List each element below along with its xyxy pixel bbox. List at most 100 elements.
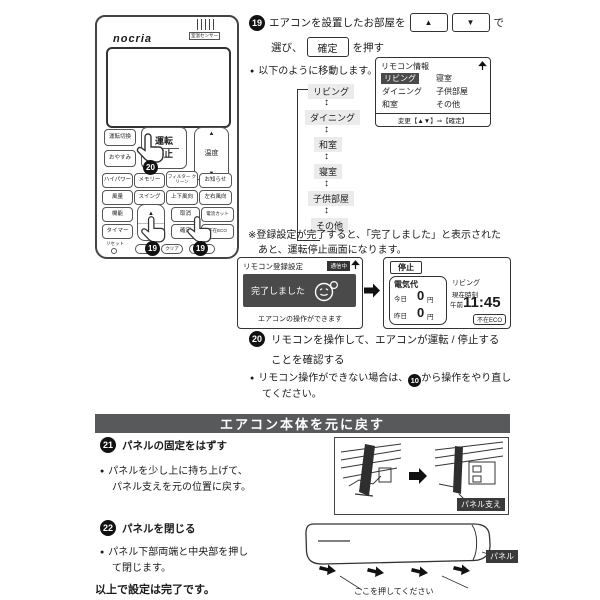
yesterday-value: 0: [417, 305, 425, 320]
flow-item: ダイニング: [305, 110, 361, 125]
step19-hand-badge-1: 19: [145, 241, 160, 256]
room-name: リビング: [452, 280, 480, 287]
aircon-unit-illustration: パネル ここを押してください: [292, 518, 518, 600]
step19-text4: を押す: [352, 41, 385, 54]
step20-bullet-post: から操作をやり直し: [421, 373, 512, 384]
confirm-key: 確定: [306, 37, 349, 57]
step21-text1: パネルを少し上に持ち上げて、: [108, 466, 248, 477]
step19-text3: 選び、: [271, 41, 303, 54]
info-cell: 和室: [382, 100, 398, 109]
mode-switch-button: 運転切換: [104, 129, 136, 146]
brand-logo: nocria: [113, 33, 153, 45]
info-cell: その他: [436, 100, 460, 109]
panel-support-label: パネル支え: [457, 498, 505, 511]
sleep-button: おやすみ: [104, 150, 136, 167]
step21-title: パネルの固定をはずす: [122, 439, 227, 452]
ampm-label: 午前: [450, 302, 463, 309]
up-key-icon: ▲: [409, 13, 448, 32]
power-button-line2: 停止: [148, 147, 180, 159]
function-button: 機能: [102, 207, 133, 222]
step20-badge: 20: [249, 331, 265, 347]
step22-heading: 22 パネルを閉じる: [100, 520, 196, 536]
panel-label: パネル: [486, 550, 518, 563]
updown-arrow-icon: ↕: [324, 151, 329, 162]
ir-emitter-icon: [197, 19, 217, 30]
flow-item: 和室: [314, 137, 343, 152]
aircon-art: [305, 523, 501, 591]
completion-note: 以上で設定は完了です。: [95, 584, 215, 596]
step19-badge: 19: [249, 14, 265, 31]
power-button-line1: 運転: [154, 136, 173, 147]
info-cell: 寝室: [436, 74, 452, 83]
step21-badge: 21: [100, 437, 116, 453]
electricity-cost-box: 電気代 今日 0 円 昨日 0 円: [389, 276, 447, 325]
step20-bullet-pre: リモコン操作ができない場合は、: [258, 373, 409, 384]
time-label: 現在時刻: [452, 292, 478, 299]
antenna-icon: [351, 260, 360, 269]
note19-line2: あと、運転停止画面になります。: [258, 245, 407, 256]
flow-item: その他: [311, 218, 349, 233]
step21-bullet-line2: パネル支えを元の位置に戻す。: [112, 482, 251, 493]
down-key-icon: ▼: [451, 13, 490, 32]
step20-text1: リモコンを操作して、エアコンが運転 / 停止する: [271, 333, 500, 346]
current-cut-button: 電流カット: [201, 207, 234, 222]
yesterday-label: 昨日: [394, 313, 407, 320]
notice-button: お知らせ: [199, 173, 232, 188]
reset-hole-icon: [111, 248, 117, 254]
arrow-right-icon: [364, 283, 380, 298]
cost-title: 電気代: [394, 280, 418, 289]
step22-title: パネルを閉じる: [122, 522, 196, 535]
hipower-button: ハイパワー: [102, 173, 133, 188]
step19-hand-badge-2: 19: [193, 241, 208, 256]
smiley-icon: [314, 280, 339, 301]
step21-bullet-line1: ●パネルを少し上に持ち上げて、: [100, 462, 248, 477]
step21-heading: 21 パネルの固定をはずす: [100, 437, 227, 453]
stop-screen: 停止 電気代 今日 0 円 昨日 0 円 リビング 現在時刻 午前 11:45 …: [383, 257, 511, 329]
step22-bullet-line2: て閉じます。: [112, 563, 171, 574]
step19-text2: で: [493, 17, 505, 29]
flow-item: 子供部屋: [308, 191, 355, 206]
swing-button: スイング: [134, 190, 165, 205]
vane-ud-button: 上下風向: [166, 190, 198, 205]
step19-bullet: ●以下のように移動します。: [250, 62, 377, 77]
temp-button: ▲ 温度 ▼: [194, 127, 229, 181]
step19-text1: エアコンを設置したお部屋を: [269, 17, 406, 29]
fan-button: 風量: [102, 190, 133, 205]
antenna-icon: [478, 61, 487, 70]
panel-support-art: [340, 441, 504, 503]
bullet-dot-icon: ●: [100, 549, 105, 556]
reg-screen-title: リモコン登録設定: [243, 262, 303, 271]
comm-status-badge: 通信中: [327, 261, 350, 271]
today-label: 今日: [394, 296, 407, 303]
section-header: エアコン本体を元に戻す: [95, 414, 510, 433]
step10-ref-badge: 10: [408, 374, 422, 387]
reg-message-area: 完了しました: [243, 274, 356, 307]
updown-arrow-icon: ↕: [324, 97, 329, 108]
remote-display: [106, 47, 231, 128]
stop-status-label: 停止: [390, 261, 422, 274]
step20-line1: 20 リモコンを操作して、エアコンが運転 / 停止する: [249, 331, 499, 347]
info-screen-footer: 変更【▲▼】⇒【確定】: [376, 113, 490, 126]
today-unit: 円: [427, 297, 434, 304]
step22-bullet-line1: ●パネル下部両端と中央部を押し: [100, 543, 248, 558]
info-cell: 子供部屋: [436, 87, 468, 96]
registration-screen: リモコン登録設定 通信中 完了しました エアコンの操作ができます: [237, 257, 363, 329]
note19-line1: ※登録設定が完了すると、「完了しました」と表示された: [248, 230, 501, 241]
updown-arrow-icon: ↕: [324, 178, 329, 189]
bullet-dot-icon: ●: [250, 68, 255, 75]
info-cell: ダイニング: [382, 87, 422, 96]
memory-button: メモリー: [134, 173, 165, 188]
bullet-dot-icon: ●: [100, 468, 105, 475]
reg-screen-footer: エアコンの操作ができます: [258, 316, 342, 323]
step20-bullet-line2: てください。: [262, 389, 322, 400]
bullet-dot-icon: ●: [250, 375, 255, 382]
vane-lr-button: 左右風向: [199, 190, 232, 205]
cancel-button: 取消: [171, 207, 200, 222]
flow-item: 寝室: [314, 164, 343, 179]
step20-hand-badge: 20: [143, 160, 158, 175]
updown-arrow-icon: ↕: [324, 124, 329, 135]
clear-button: クリア: [161, 244, 183, 254]
reg-message: 完了しました: [251, 286, 306, 296]
